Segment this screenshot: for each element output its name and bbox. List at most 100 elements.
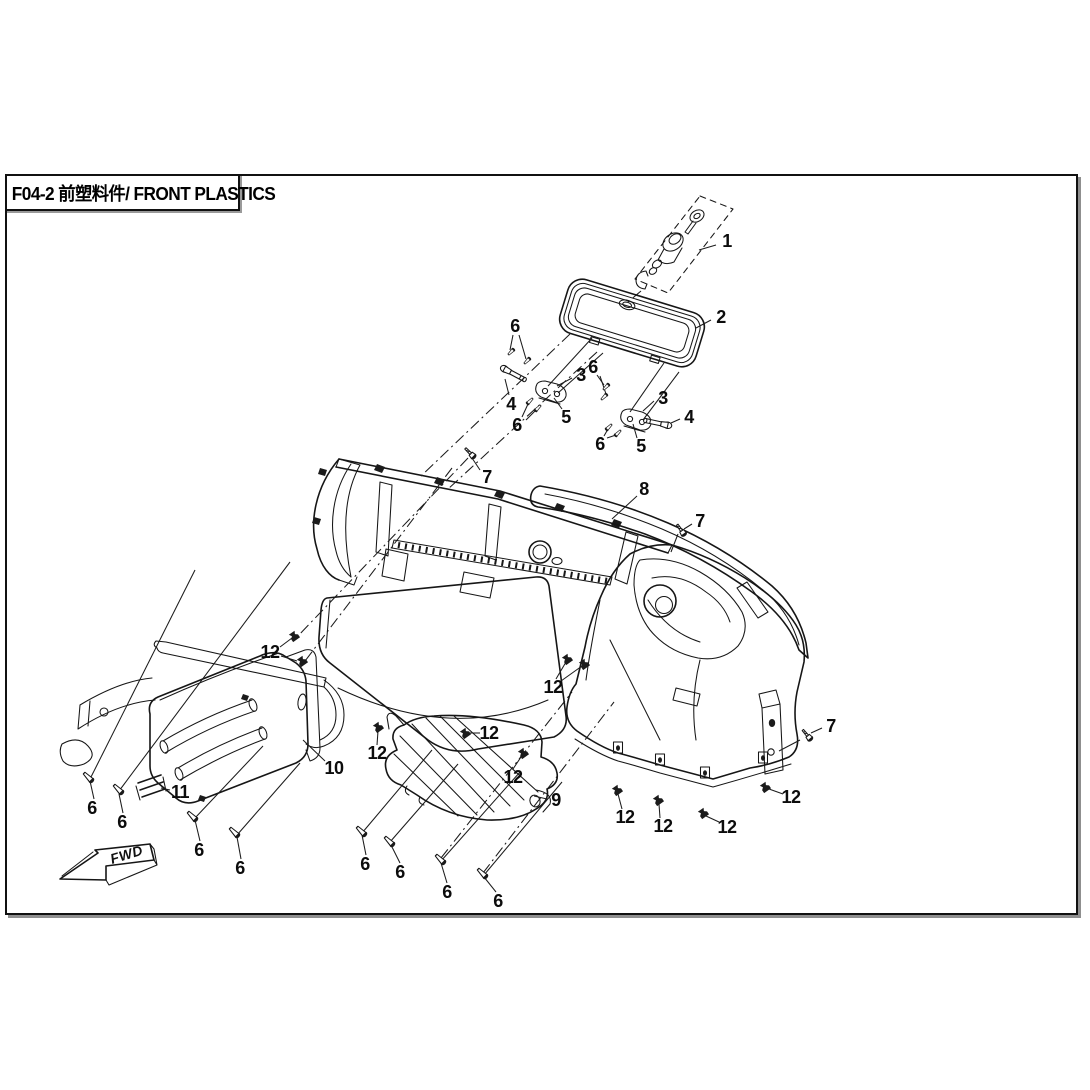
callout-6: 6 — [510, 316, 520, 336]
axis-line — [419, 333, 571, 478]
callout-leader — [810, 727, 823, 734]
callout-12: 12 — [615, 807, 635, 827]
part-2-glovebox-door — [558, 278, 706, 368]
callout-6: 6 — [87, 798, 97, 818]
callout-5: 5 — [561, 407, 571, 427]
link-line — [89, 569, 196, 780]
callout-6: 6 — [442, 882, 452, 902]
callout-4: 4 — [506, 394, 516, 414]
callout-7: 7 — [482, 467, 492, 487]
rivet-icon — [759, 781, 772, 794]
screw-icon — [383, 835, 396, 848]
leader-lines — [89, 244, 823, 893]
link-line — [557, 352, 604, 394]
callout-leader — [768, 788, 784, 795]
callout-leader — [302, 739, 326, 762]
axis-line — [440, 691, 573, 859]
callout-9: 9 — [551, 790, 561, 810]
callout-12: 12 — [367, 743, 387, 763]
callout-leader — [89, 780, 95, 800]
pin-bolt-icon — [643, 417, 673, 430]
bolt-icon — [801, 728, 814, 742]
callout-leader — [560, 665, 583, 682]
callout-leader — [658, 803, 661, 819]
callout-leader — [617, 793, 623, 810]
rivet-icon — [652, 794, 665, 807]
callout-leader — [705, 815, 720, 823]
callout-7: 7 — [826, 716, 836, 736]
callout-leader — [280, 655, 298, 662]
callout-3: 3 — [576, 365, 586, 385]
callout-5: 5 — [636, 436, 646, 456]
link-line — [389, 763, 459, 843]
axis-line — [304, 467, 453, 662]
callout-3: 3 — [658, 388, 668, 408]
callout-leader — [440, 862, 448, 884]
axis-line — [446, 351, 598, 491]
dash-main-panel — [312, 458, 673, 752]
callout-leader — [471, 457, 481, 471]
part-3-5-hinges — [499, 364, 673, 433]
screw-icon — [476, 867, 489, 880]
screw-icon — [112, 783, 125, 796]
callout-12: 12 — [717, 817, 737, 837]
callout-leader — [236, 836, 242, 860]
rivet-icon — [517, 747, 530, 760]
callout-6: 6 — [493, 891, 503, 911]
screw-icon — [600, 392, 609, 401]
screw-icon — [355, 825, 368, 838]
link-line — [670, 533, 679, 553]
part-10-glovebox — [148, 649, 321, 804]
callout-leader — [521, 403, 529, 418]
callout-leader — [556, 377, 573, 387]
callout-leader — [509, 334, 514, 351]
link-line — [642, 371, 680, 421]
link-line — [440, 771, 521, 862]
link-line — [236, 762, 301, 836]
part-11-ribbed-pad — [135, 774, 167, 801]
callout-11: 11 — [171, 782, 190, 802]
callout-4: 4 — [684, 407, 694, 427]
screw-icon — [604, 423, 613, 432]
callout-12: 12 — [503, 767, 523, 787]
link-line — [118, 561, 291, 792]
callout-leader — [194, 819, 201, 842]
rivet-icon — [697, 807, 710, 820]
link-line — [483, 781, 563, 876]
part-1-lock-assembly — [634, 195, 734, 294]
callout-6: 6 — [588, 357, 598, 377]
callout-leader — [599, 375, 607, 395]
screw-icon — [228, 826, 241, 839]
screw-icon — [507, 347, 516, 356]
callout-leader — [390, 844, 401, 864]
callout-leader — [698, 244, 717, 251]
callout-leader — [611, 495, 638, 520]
right-fender-panel — [565, 543, 806, 788]
callout-leader — [512, 756, 522, 770]
screw-icon — [525, 397, 534, 406]
callout-6: 6 — [235, 858, 245, 878]
callout-6: 6 — [360, 854, 370, 874]
callout-leader — [504, 378, 510, 396]
callout-leader — [533, 795, 548, 800]
callout-leader — [670, 418, 681, 424]
screw-icon — [602, 382, 611, 391]
callout-8: 8 — [639, 479, 649, 499]
axis-line — [482, 701, 615, 874]
callout-10: 10 — [324, 758, 344, 778]
rivet-icon — [611, 784, 624, 797]
fastener-icons — [82, 347, 814, 880]
callout-12: 12 — [543, 677, 563, 697]
screw-icon — [186, 810, 199, 823]
callout-leader — [695, 319, 712, 329]
link-line — [629, 362, 665, 413]
callout-leader — [160, 787, 171, 791]
callout-leader — [642, 400, 655, 412]
callout-leader — [683, 523, 693, 530]
callout-12: 12 — [479, 723, 499, 743]
callout-2: 2 — [716, 307, 726, 327]
link-line — [778, 739, 801, 752]
callout-1: 1 — [722, 231, 732, 251]
